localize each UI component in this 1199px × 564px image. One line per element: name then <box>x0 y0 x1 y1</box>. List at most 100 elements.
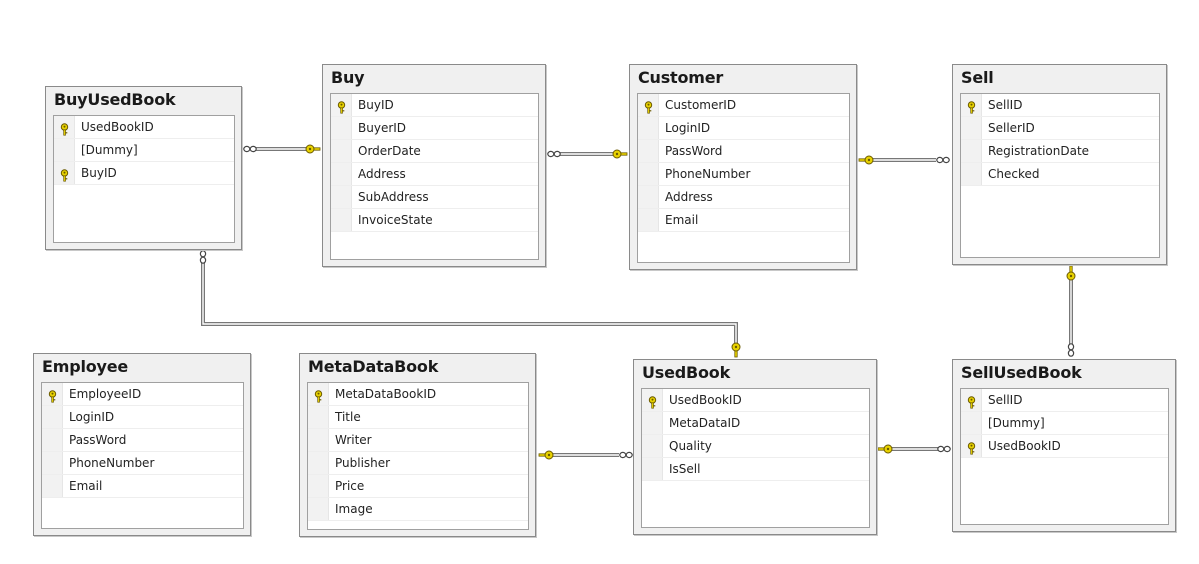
row-selector[interactable] <box>961 389 982 411</box>
column-row[interactable]: MetaDataID <box>642 412 869 435</box>
column-name: Price <box>335 479 365 493</box>
row-selector[interactable] <box>642 389 663 411</box>
column-row[interactable]: PhoneNumber <box>42 452 243 475</box>
primary-key-icon <box>336 99 347 114</box>
column-row[interactable]: BuyID <box>54 162 234 185</box>
column-row[interactable]: PassWord <box>42 429 243 452</box>
row-selector[interactable] <box>308 383 329 405</box>
row-selector[interactable] <box>308 452 329 474</box>
column-row[interactable]: UsedBookID <box>961 435 1168 458</box>
table-title: UsedBook <box>642 363 731 382</box>
column-row[interactable]: BuyID <box>331 94 538 117</box>
column-row[interactable]: Price <box>308 475 528 498</box>
column-row[interactable]: Title <box>308 406 528 429</box>
row-selector[interactable] <box>961 163 982 185</box>
row-selector[interactable] <box>638 94 659 116</box>
row-selector[interactable] <box>42 475 63 497</box>
column-row[interactable]: RegistrationDate <box>961 140 1159 163</box>
row-selector[interactable] <box>42 452 63 474</box>
row-selector[interactable] <box>54 162 75 184</box>
row-selector[interactable] <box>331 186 352 208</box>
row-selector[interactable] <box>308 429 329 451</box>
column-row[interactable]: InvoiceState <box>331 209 538 232</box>
column-row[interactable]: IsSell <box>642 458 869 481</box>
column-row[interactable]: Quality <box>642 435 869 458</box>
column-row[interactable]: SellID <box>961 389 1168 412</box>
one-end-key-icon <box>1066 265 1076 281</box>
row-selector[interactable] <box>961 435 982 457</box>
row-selector[interactable] <box>638 209 659 231</box>
row-selector[interactable] <box>42 429 63 451</box>
column-row[interactable]: Publisher <box>308 452 528 475</box>
column-row[interactable]: PhoneNumber <box>638 163 849 186</box>
column-row[interactable]: SellerID <box>961 117 1159 140</box>
row-selector[interactable] <box>961 94 982 116</box>
row-selector[interactable] <box>331 209 352 231</box>
row-selector[interactable] <box>638 163 659 185</box>
row-selector[interactable] <box>331 140 352 162</box>
column-row[interactable]: Address <box>331 163 538 186</box>
column-row[interactable]: Checked <box>961 163 1159 186</box>
row-selector[interactable] <box>961 412 982 434</box>
row-selector[interactable] <box>42 406 63 428</box>
row-selector[interactable] <box>54 139 75 161</box>
row-selector[interactable] <box>54 116 75 138</box>
column-row[interactable]: LoginID <box>638 117 849 140</box>
row-selector[interactable] <box>638 186 659 208</box>
row-selector[interactable] <box>308 475 329 497</box>
column-row[interactable]: Email <box>638 209 849 232</box>
column-list[interactable]: UsedBookID[Dummy]BuyID <box>53 115 235 243</box>
column-row[interactable]: PassWord <box>638 140 849 163</box>
row-selector[interactable] <box>308 498 329 520</box>
row-selector[interactable] <box>308 406 329 428</box>
row-selector[interactable] <box>638 117 659 139</box>
column-row[interactable]: MetaDataBookID <box>308 383 528 406</box>
column-list[interactable]: SellID[Dummy]UsedBookID <box>960 388 1169 525</box>
column-row[interactable]: SellID <box>961 94 1159 117</box>
column-row[interactable]: [Dummy] <box>54 139 234 162</box>
column-row[interactable]: UsedBookID <box>642 389 869 412</box>
row-selector[interactable] <box>331 117 352 139</box>
column-row[interactable]: Address <box>638 186 849 209</box>
relationship-buyusedbook-usedbook[interactable] <box>201 263 738 346</box>
column-row[interactable]: [Dummy] <box>961 412 1168 435</box>
row-selector[interactable] <box>642 412 663 434</box>
column-row[interactable]: UsedBookID <box>54 116 234 139</box>
many-end-icon <box>936 156 950 164</box>
column-name: InvoiceState <box>358 213 433 227</box>
row-selector[interactable] <box>331 163 352 185</box>
one-end-key-icon <box>612 149 628 159</box>
row-selector[interactable] <box>42 383 63 405</box>
row-selector[interactable] <box>331 94 352 116</box>
row-selector[interactable] <box>961 117 982 139</box>
column-row[interactable]: BuyerID <box>331 117 538 140</box>
column-row[interactable]: LoginID <box>42 406 243 429</box>
row-selector[interactable] <box>961 140 982 162</box>
row-selector[interactable] <box>642 458 663 480</box>
column-row[interactable]: SubAddress <box>331 186 538 209</box>
column-row[interactable]: OrderDate <box>331 140 538 163</box>
column-row[interactable]: Image <box>308 498 528 521</box>
column-row[interactable]: Writer <box>308 429 528 452</box>
column-row[interactable]: CustomerID <box>638 94 849 117</box>
column-row[interactable]: EmployeeID <box>42 383 243 406</box>
row-selector[interactable] <box>638 140 659 162</box>
column-row[interactable]: Email <box>42 475 243 498</box>
column-name: OrderDate <box>358 144 421 158</box>
row-selector[interactable] <box>642 435 663 457</box>
